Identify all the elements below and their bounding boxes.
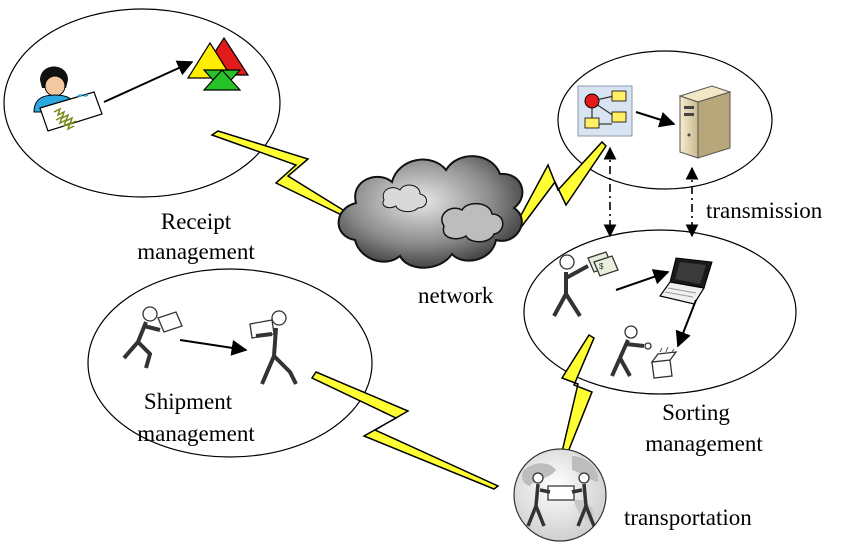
- receipt-ellipse: [3, 8, 281, 198]
- transportation-label: transportation: [624, 505, 752, 530]
- tricolor-triangles-logo-icon: [186, 36, 250, 91]
- carrier-icon: [249, 310, 298, 385]
- sorting-ellipse: [523, 229, 797, 395]
- laptop-arrow: [615, 269, 670, 291]
- packing-arrow: [675, 299, 697, 348]
- storm-cloud-icon: [337, 155, 524, 269]
- globe-transport-icon: [513, 448, 607, 542]
- network-label: network: [418, 283, 494, 308]
- transmission-label: transmission: [706, 198, 823, 223]
- receipt-arrow: [103, 60, 194, 103]
- lightning-shipment: [310, 371, 500, 490]
- flowchart-icon: [577, 85, 633, 137]
- receipt-label-line2: management: [137, 239, 255, 264]
- svg-text:$: $: [599, 262, 604, 271]
- server-arrow: [635, 111, 676, 128]
- sorting-label-line1: Sorting: [662, 400, 730, 425]
- receipt-label-line1: Receipt: [160, 209, 232, 234]
- packing-worker-icon: [610, 325, 678, 379]
- person-with-parcel-icon: [33, 66, 103, 132]
- shipment-label-line1: Shipment: [143, 389, 233, 414]
- sorting-label-line2: management: [645, 431, 763, 456]
- server-ellipse: [557, 50, 773, 190]
- shipment-ellipse: [87, 268, 373, 458]
- lightning-transport: [560, 333, 595, 453]
- laptop-icon: [658, 257, 713, 305]
- lightning-server: [510, 140, 607, 235]
- shipment-arrow: [179, 339, 248, 356]
- shipment-label-line2: management: [137, 421, 255, 446]
- server-tower-icon: [678, 85, 732, 159]
- worker-with-banknotes-icon: $: [552, 251, 619, 318]
- lightning-receipt: [210, 130, 358, 221]
- running-mover-icon: [122, 306, 183, 369]
